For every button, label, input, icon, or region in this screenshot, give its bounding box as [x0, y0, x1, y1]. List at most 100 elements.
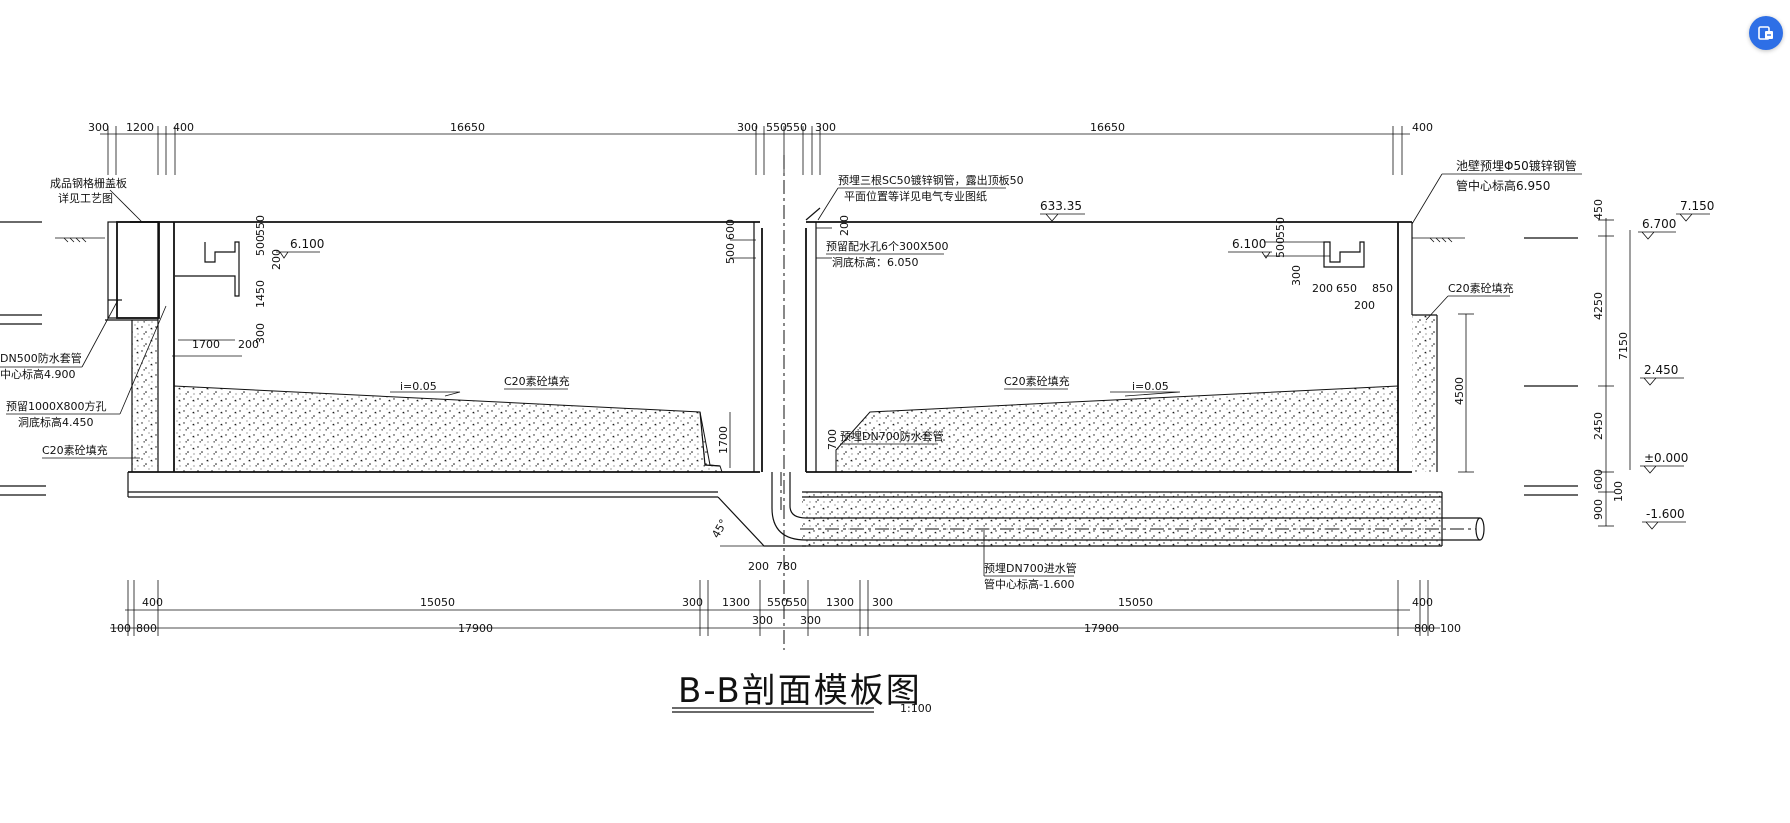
- left-structure: [0, 221, 760, 498]
- dim-top-400a: 400: [173, 121, 194, 134]
- floating-export-button[interactable]: [1749, 16, 1783, 50]
- label-c20-left: C20素砼填充: [42, 443, 108, 457]
- dim-650: 650: [1336, 282, 1357, 295]
- left-concrete-fill: [173, 385, 723, 473]
- dim-b1-1300a: 1300: [722, 596, 750, 609]
- level-marks: 633.35 6.100 6.100 7.150 6.700 2.450 ±0.…: [276, 199, 1714, 530]
- label-hole6: 预留配水孔6个300X500: [826, 240, 949, 253]
- label-c20-mid-right: C20素砼填充: [1004, 374, 1070, 388]
- dim-b2-300a: 300: [752, 614, 773, 627]
- label-grate: 成品钢格栅盖板: [50, 176, 127, 190]
- label-hole1000b: 洞底标高4.450: [18, 415, 94, 429]
- dim-b1-15050b: 15050: [1118, 596, 1153, 609]
- dim-550a: 550: [254, 215, 267, 236]
- label-dn500b: 中心标高4.900: [0, 367, 76, 381]
- label-dn700-sleeve: 预埋DN700防水套管: [840, 429, 944, 443]
- dim-top-550b: 550: [786, 121, 807, 134]
- dim-200a: 200: [838, 215, 851, 236]
- bottom-slab: [717, 472, 1485, 547]
- level-6100-right: 6.100: [1232, 237, 1266, 251]
- label-grate2: 详见工艺图: [58, 191, 113, 205]
- dim-b2-300b: 300: [800, 614, 821, 627]
- export-icon: [1758, 26, 1773, 40]
- right-trough: [1264, 241, 1365, 268]
- level-0: ±0.000: [1644, 451, 1688, 465]
- dim-top-400b: 400: [1412, 121, 1433, 134]
- dim-b2-17900a: 17900: [458, 622, 493, 635]
- label-sc50: 预埋三根SC50镀锌钢管，露出顶板50: [838, 173, 1024, 187]
- dim-1700a: 1700: [192, 338, 220, 351]
- dim-b2-800b: 800: [1414, 622, 1435, 635]
- dim-r-900: 900: [1592, 499, 1605, 520]
- dim-500b: 500: [254, 235, 267, 256]
- dim-b2-100a: 100: [110, 622, 131, 635]
- drawing-title: B-B剖面模板图: [678, 671, 922, 711]
- dim-200c: 200: [238, 338, 259, 351]
- label-phi50: 池壁预埋Φ50镀锌钢管: [1456, 158, 1577, 173]
- level-6100-left: 6.100: [290, 237, 324, 251]
- dim-b1-300a: 300: [682, 596, 703, 609]
- dim-b1-550a: 550: [767, 596, 788, 609]
- dim-r-600: 600: [1592, 469, 1605, 490]
- label-sc50b: 平面位置等详见电气专业图纸: [844, 189, 987, 203]
- dim-4500: 4500: [1453, 377, 1466, 405]
- dim-r-7150: 7150: [1617, 332, 1630, 360]
- dim-780: 780: [776, 560, 797, 573]
- dim-b2-17900b: 17900: [1084, 622, 1119, 635]
- top-dimension-line: 300 1200 400 16650 300 550 550 300 16650…: [88, 121, 1433, 175]
- level-2450: 2.450: [1644, 363, 1678, 377]
- dim-500a: 500: [724, 243, 737, 264]
- dim-700: 700: [826, 429, 839, 450]
- label-dn500: DN500防水套管: [0, 351, 82, 365]
- dim-200e: 200: [1312, 282, 1333, 295]
- dim-1700b: 1700: [717, 426, 730, 454]
- dim-200f: 200: [1354, 299, 1375, 312]
- level-7150: 7.150: [1680, 199, 1714, 213]
- dim-top-16650b: 16650: [1090, 121, 1125, 134]
- dim-550c: 550: [1274, 217, 1287, 238]
- dim-top-550a: 550: [766, 121, 787, 134]
- label-hole6b: 洞底标高：6.050: [832, 255, 919, 269]
- dim-r-4250: 4250: [1592, 292, 1605, 320]
- dim-b2-100b: 100: [1440, 622, 1461, 635]
- dim-200b: 200: [270, 249, 283, 270]
- label-slope-right: i=0.05: [1132, 380, 1169, 393]
- left-sump: [699, 411, 721, 467]
- bottom-dimension-lines: 400 15050 300 1300 550 550 1300 300 1505…: [110, 580, 1461, 636]
- dim-500c: 500: [1274, 237, 1287, 258]
- label-c20-right: C20素砼填充: [1448, 281, 1514, 295]
- center-walls: [730, 207, 832, 472]
- level-top: 633.35: [1040, 199, 1082, 213]
- dim-600: 600: [724, 219, 737, 240]
- dim-top-300a: 300: [88, 121, 109, 134]
- label-angle: 45°: [709, 517, 730, 540]
- drawing-scale: 1:100: [900, 702, 932, 715]
- label-c20-mid-left: C20素砼填充: [504, 374, 570, 388]
- dim-top-300c: 300: [815, 121, 836, 134]
- level-m1600: -1.600: [1646, 507, 1685, 521]
- level-6700: 6.700: [1642, 217, 1676, 231]
- dim-300a: 300: [254, 323, 267, 344]
- dim-b1-400b: 400: [1412, 596, 1433, 609]
- dim-b1-300b: 300: [872, 596, 893, 609]
- dim-300b: 300: [1290, 265, 1303, 286]
- right-dimension-chain: 450 4250 7150 2450 600 900 100 4500: [1453, 199, 1631, 527]
- label-dn700-inb: 管中心标高-1.600: [984, 577, 1074, 591]
- label-hole1000: 预留1000X800方孔: [6, 399, 107, 413]
- dim-b1-1300b: 1300: [826, 596, 854, 609]
- inner-dimensions: 500 600 200 550 500 200 1450 300 1700 20…: [192, 215, 1393, 573]
- dim-b1-550b: 550: [786, 596, 807, 609]
- dim-b2-800a: 800: [136, 622, 157, 635]
- dim-r-450: 450: [1592, 199, 1605, 220]
- dim-b1-400a: 400: [142, 596, 163, 609]
- label-phi50b: 管中心标高6.950: [1456, 178, 1550, 193]
- right-concrete-fill: [835, 385, 1399, 473]
- left-trough: [172, 241, 242, 357]
- dim-1450: 1450: [254, 280, 267, 308]
- dim-b1-15050a: 15050: [420, 596, 455, 609]
- dim-top-300b: 300: [737, 121, 758, 134]
- dim-850: 850: [1372, 282, 1393, 295]
- dim-r-100: 100: [1612, 481, 1625, 502]
- label-slope-left: i=0.05: [400, 380, 437, 393]
